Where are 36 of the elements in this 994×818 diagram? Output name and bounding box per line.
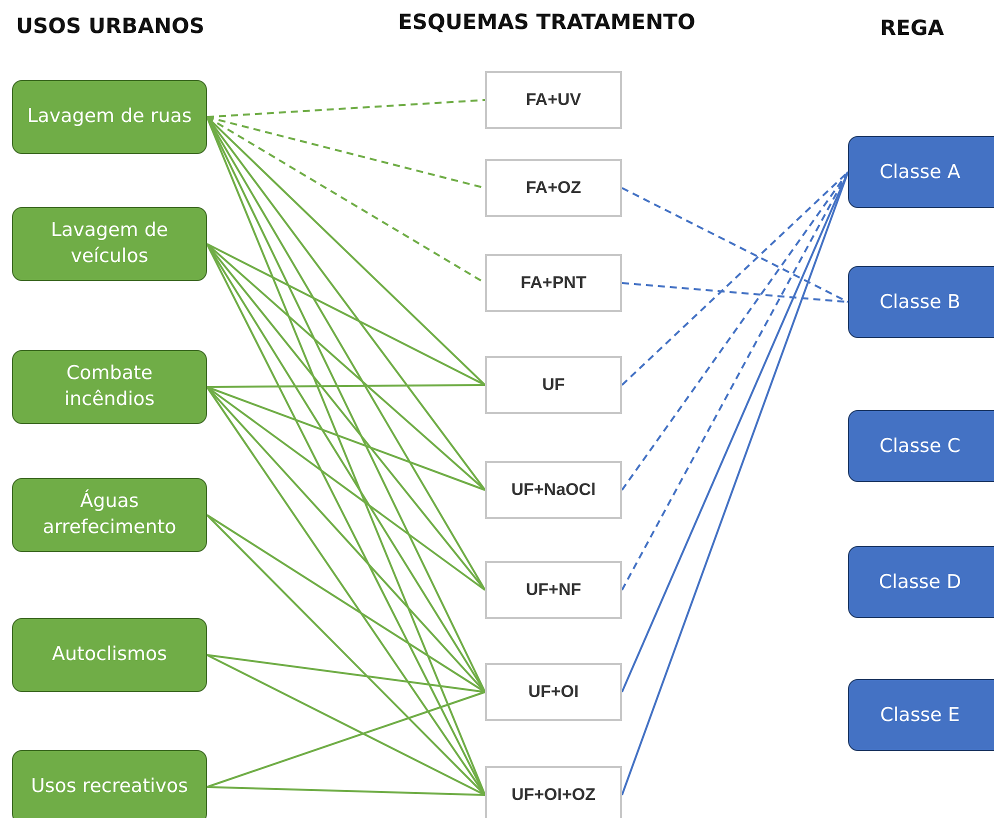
treatment-box: UF+NaOCl — [485, 461, 622, 519]
connector-line — [621, 172, 849, 590]
connector-line — [206, 243, 486, 491]
class-box: Classe A — [848, 136, 994, 208]
connector-line — [206, 691, 486, 788]
column-heading: ESQUEMAS TRATAMENTO — [398, 10, 696, 34]
connector-line — [206, 243, 486, 591]
connector-line — [206, 654, 486, 796]
connector-line — [206, 243, 486, 386]
connector-line — [206, 654, 486, 693]
treatment-box: UF+NF — [485, 561, 622, 619]
connector-line — [207, 384, 485, 388]
class-box: Classe E — [848, 679, 994, 751]
connector-line — [206, 99, 486, 118]
treatment-box: UF+OI — [485, 663, 622, 721]
usage-box: Autoclismos — [12, 618, 207, 692]
class-box: Classe C — [848, 410, 994, 482]
usage-box: Lavagem de veículos — [12, 207, 207, 281]
treatment-box: FA+PNT — [485, 254, 622, 312]
treatment-box: FA+OZ — [485, 159, 622, 217]
connector-line — [621, 172, 849, 692]
treatment-box: FA+UV — [485, 71, 622, 129]
connector-line — [621, 171, 849, 491]
usage-box: Combate incêndios — [12, 350, 207, 424]
usage-box: Águas arrefecimento — [12, 478, 207, 552]
treatment-box: UF — [485, 356, 622, 414]
connector-line — [206, 786, 486, 796]
connector-line — [206, 514, 486, 693]
column-heading: REGA — [880, 16, 944, 40]
column-heading: USOS URBANOS — [16, 14, 204, 38]
usage-box: Usos recreativos — [12, 750, 207, 818]
treatment-box: UF+OI+OZ — [485, 766, 622, 818]
class-box: Classe B — [848, 266, 994, 338]
connector-line — [622, 187, 848, 303]
class-box: Classe D — [848, 546, 994, 618]
usage-box: Lavagem de ruas — [12, 80, 207, 154]
